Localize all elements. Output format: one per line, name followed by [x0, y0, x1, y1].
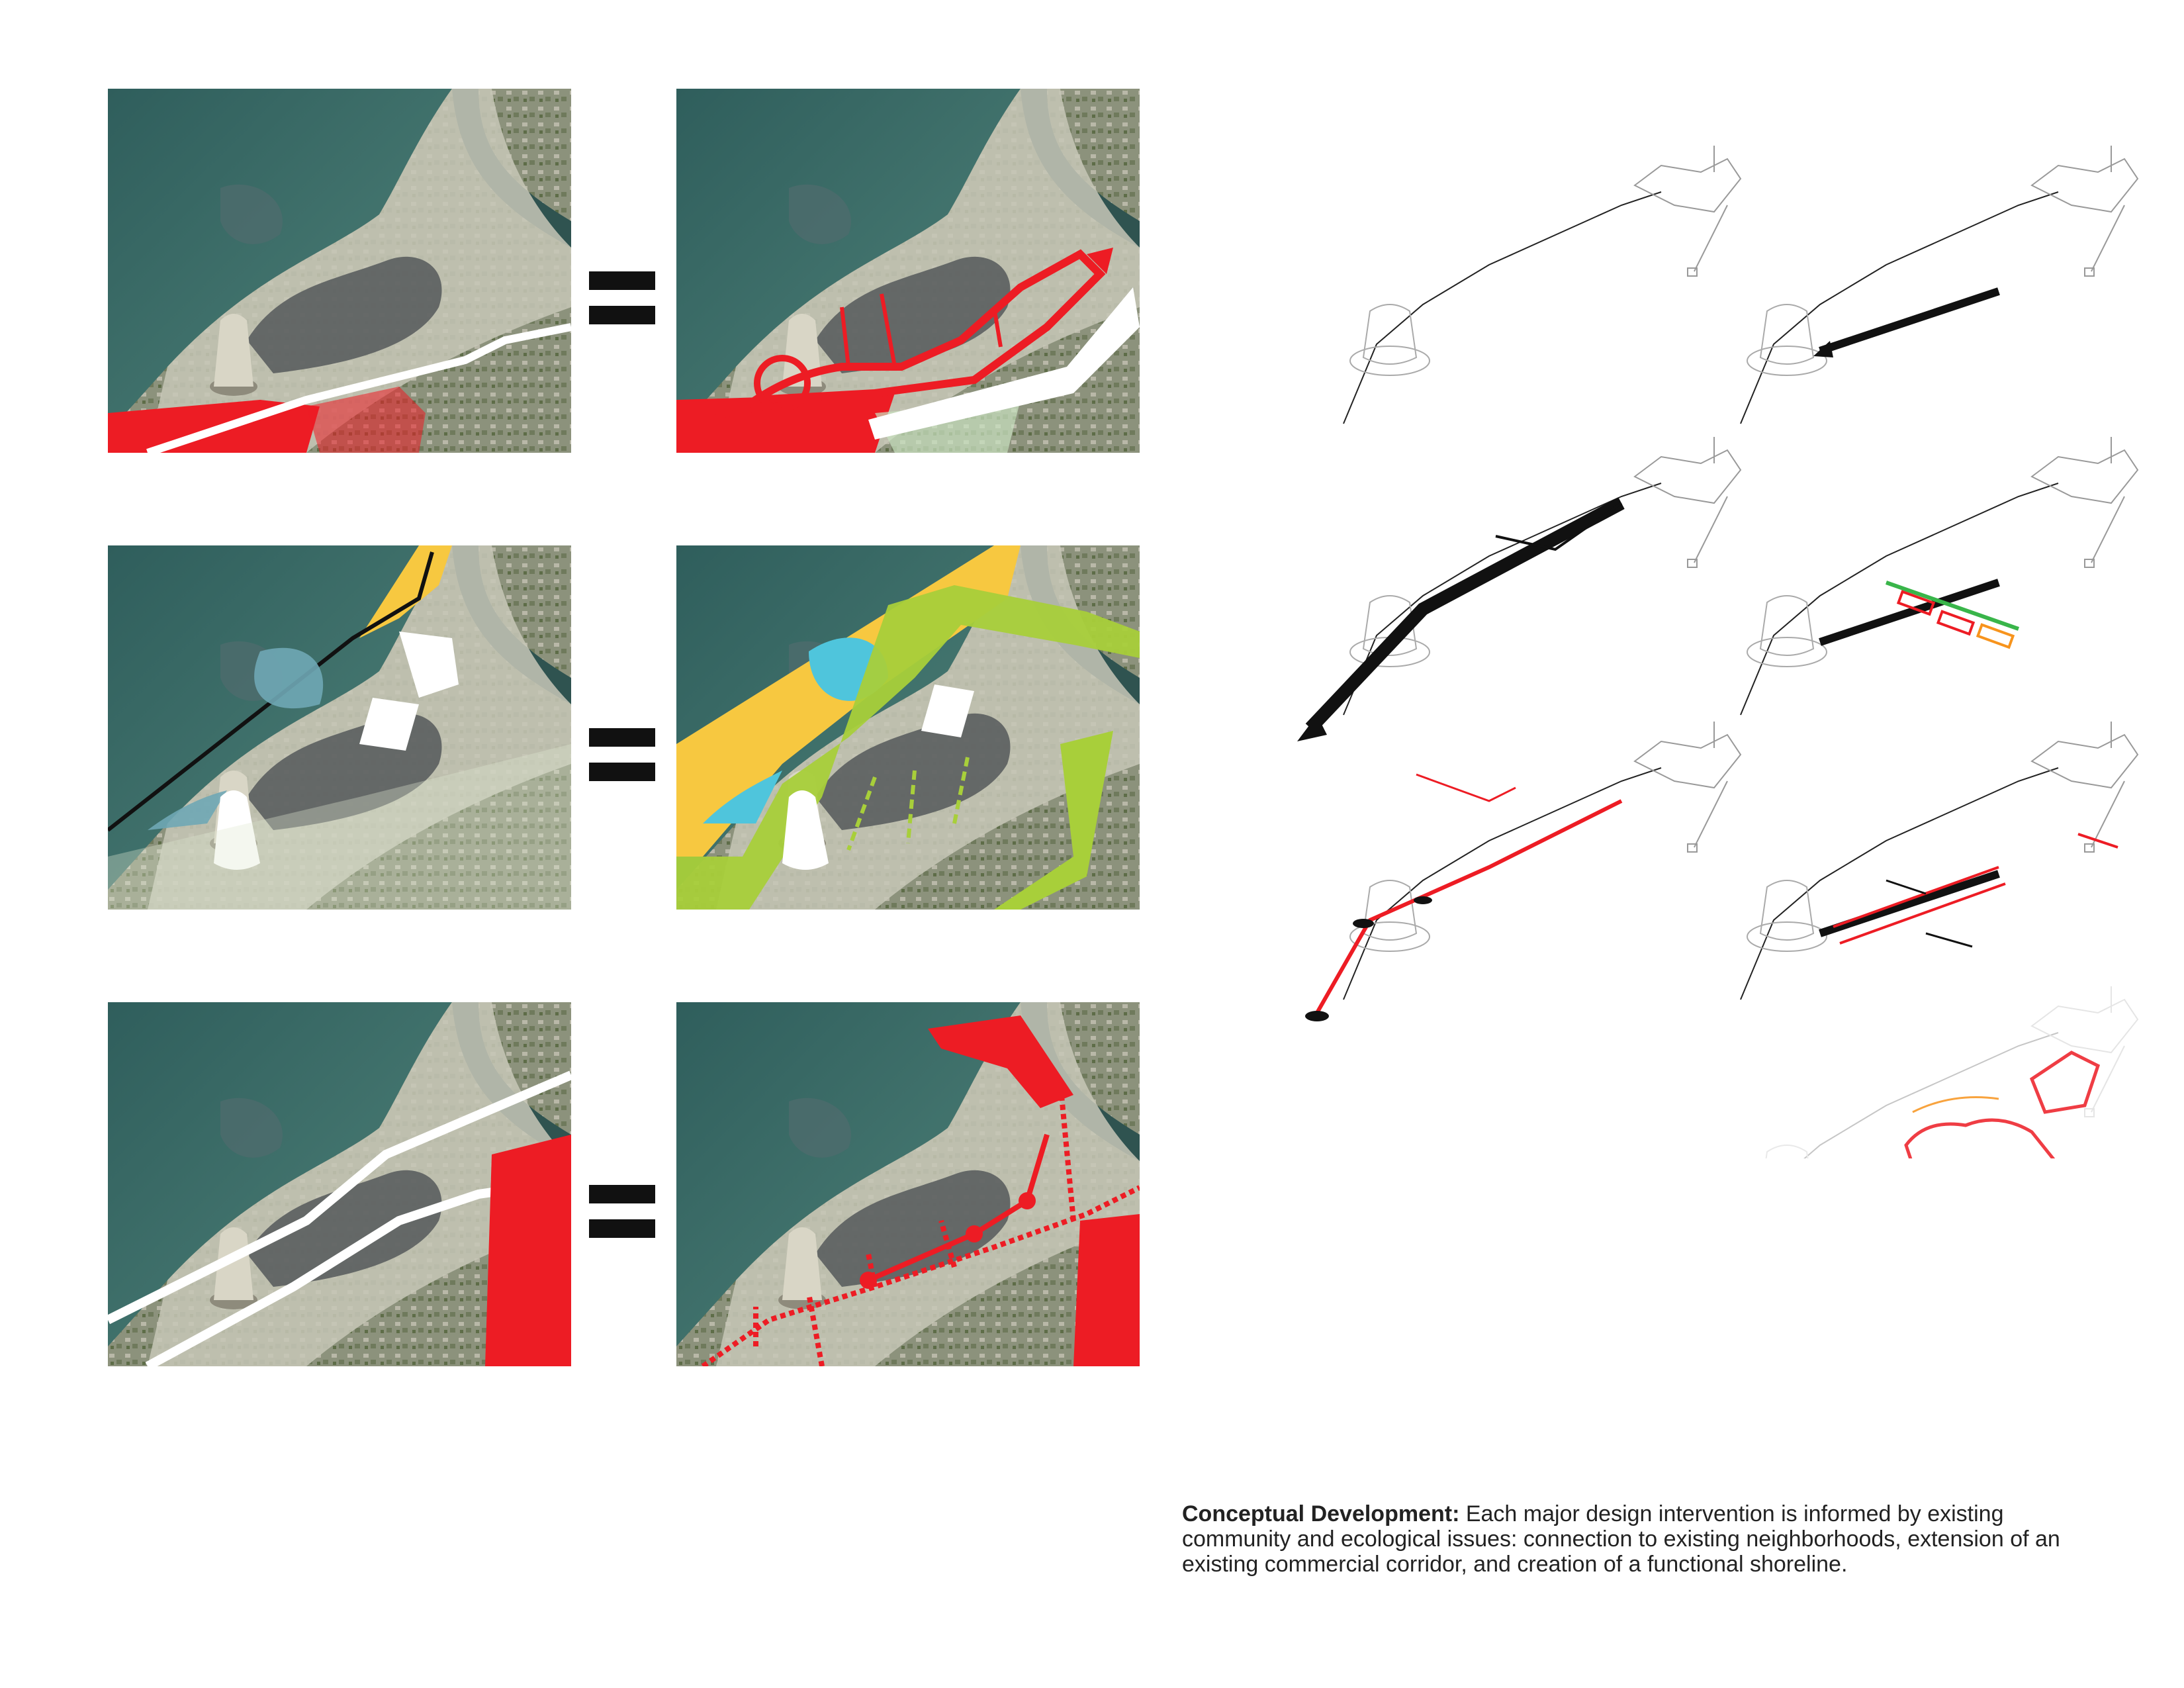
map-row2-existing: [108, 545, 571, 910]
map-row3-proposed: [676, 1002, 1140, 1366]
axon-2: [1740, 145, 2138, 424]
caption-title: Conceptual Development:: [1182, 1501, 1460, 1526]
map-row3-existing: [108, 1002, 571, 1366]
axon-5: [1305, 721, 1741, 1021]
caption: Conceptual Development: Each major desig…: [1182, 1501, 2109, 1577]
axon-diagrams: [1297, 145, 2138, 1158]
equals-sign-row3: [589, 1185, 655, 1254]
map-row1-proposed: [676, 89, 1140, 453]
caption-body: Each major design intervention is inform…: [1182, 1501, 2060, 1577]
map-row1-existing: [108, 89, 571, 453]
axon-1: [1343, 145, 1741, 424]
map-row2-proposed: [676, 545, 1140, 910]
axon-7: [1740, 986, 2138, 1158]
axon-4: [1740, 436, 2138, 716]
axon-3: [1297, 436, 1741, 741]
equals-sign-row2: [589, 728, 655, 797]
equals-sign-row1: [589, 271, 655, 340]
axon-6: [1740, 721, 2138, 1000]
